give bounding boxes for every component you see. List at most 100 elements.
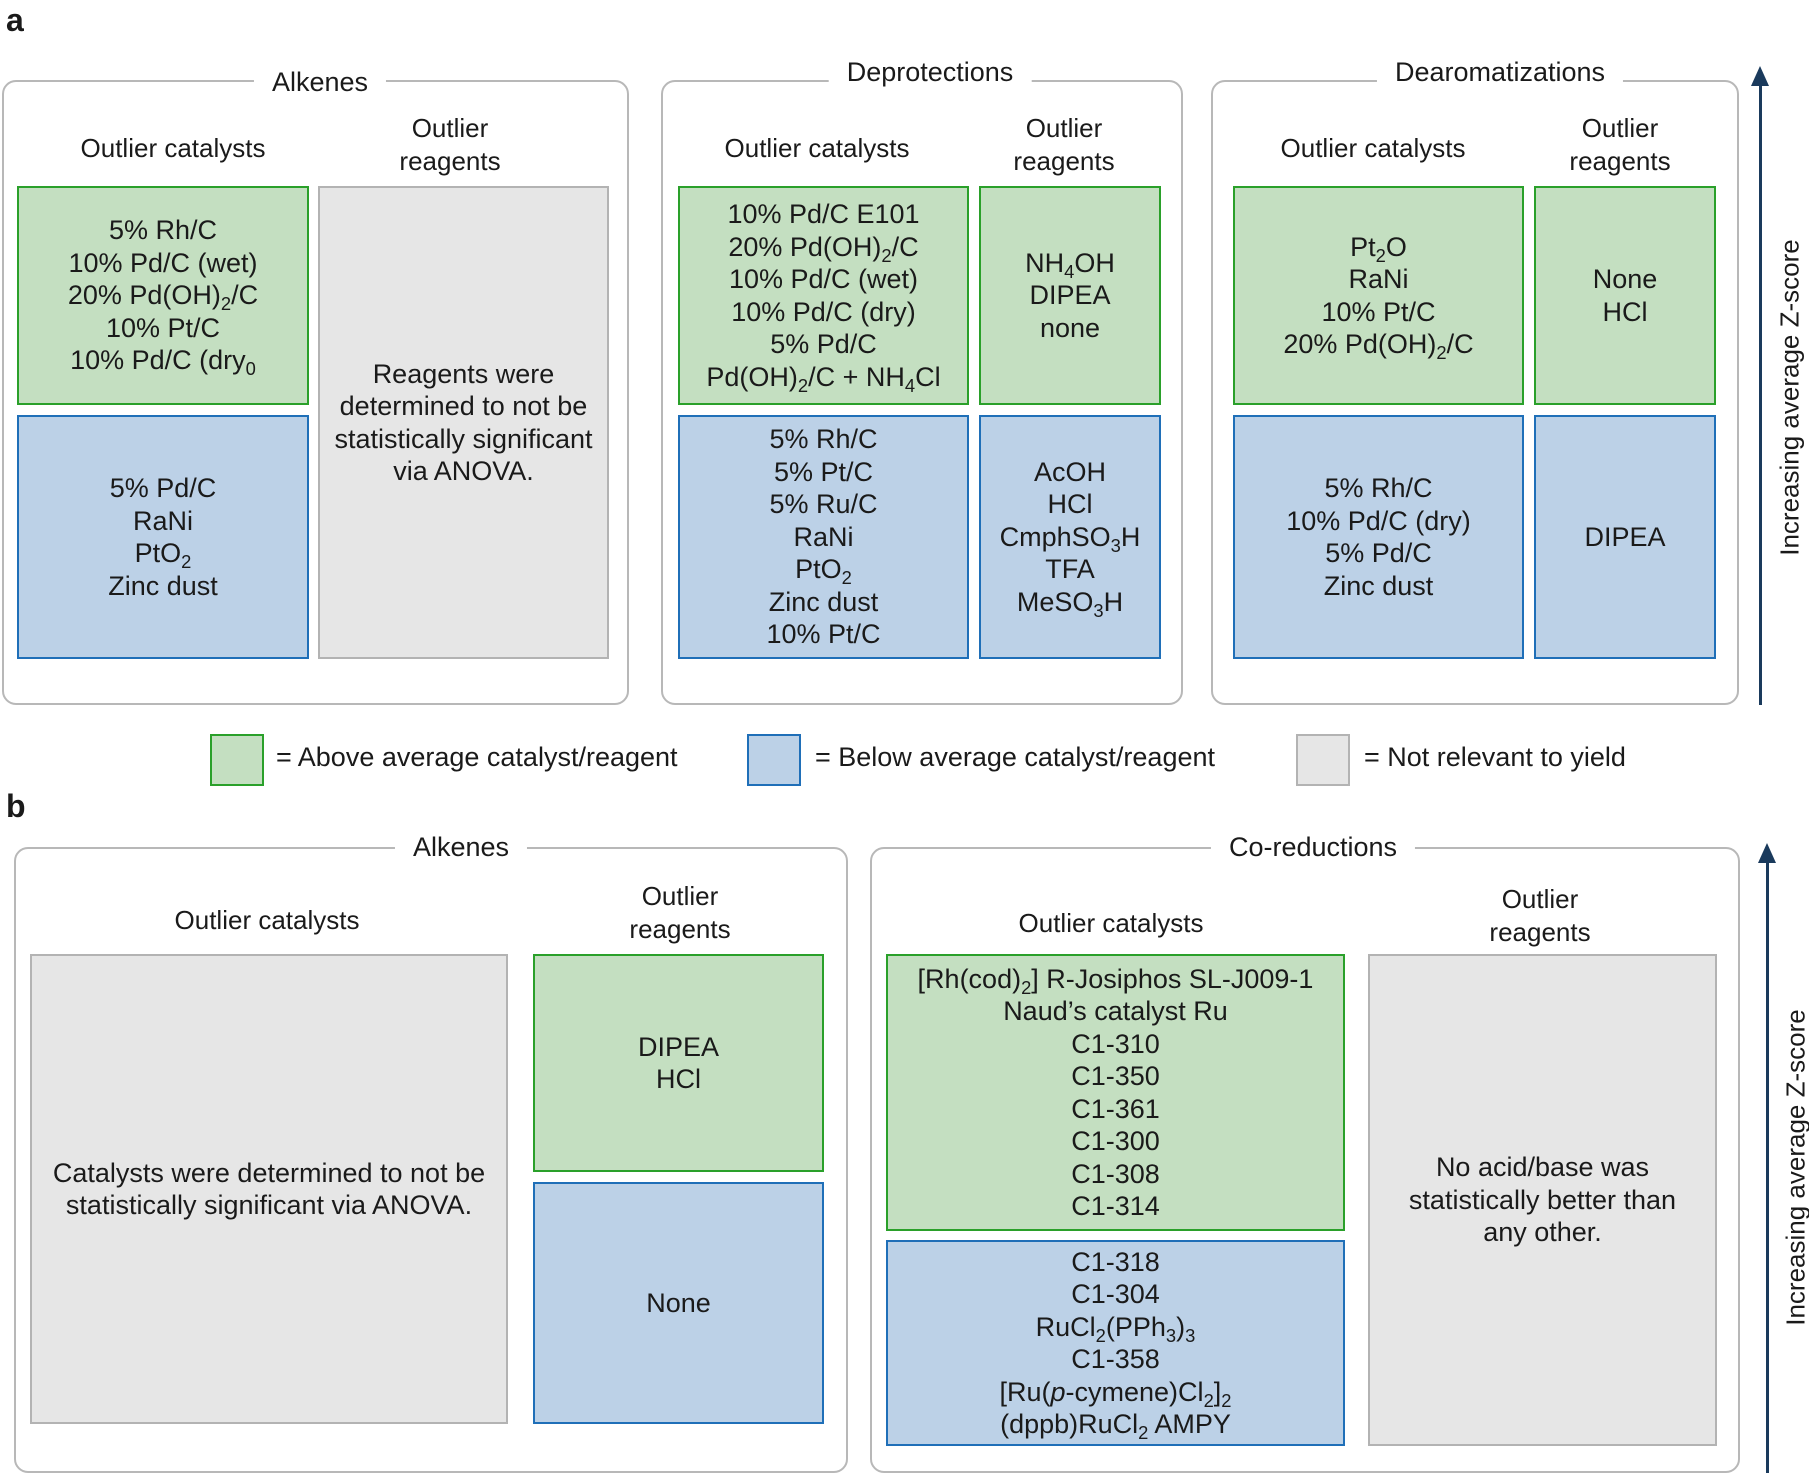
list-item: Pd(OH)2/C + NH4Cl: [706, 361, 941, 396]
deprotections-reagents-above: NH4OH DIPEA none: [979, 186, 1161, 405]
list-item: 5% Rh/C: [108, 215, 218, 246]
alkenes-b-reagents-below: None: [533, 1182, 824, 1424]
panel-a-label: a: [6, 2, 24, 38]
list-item: TFA: [1045, 554, 1095, 585]
list-item: Pt2O: [1350, 231, 1407, 266]
list-item: [Ru(p-cymene)Cl2]2: [999, 1376, 1232, 1411]
list-item: 10% Pd/C (dry0: [70, 345, 256, 380]
list-item: 20% Pd(OH)2/C: [728, 231, 919, 266]
list-item: 10% Pt/C: [105, 312, 221, 343]
list-item: 5% Rh/C: [769, 424, 878, 455]
list-item: RaNi: [793, 521, 854, 552]
deprotections-catalysts-above: 10% Pd/C E101 20% Pd(OH)2/C 10% Pd/C (we…: [678, 186, 969, 405]
deprotections-reagents-below: AcOH HCl CmphSO3H TFA MeSO3H: [979, 415, 1161, 659]
list-item: None: [646, 1287, 711, 1318]
list-item: 10% Pd/C (wet): [68, 247, 258, 278]
list-item: Zinc dust: [768, 586, 879, 617]
list-item: 5% Rh/C: [1324, 473, 1433, 503]
catalysts-note: Catalysts were determined to not be stat…: [52, 1157, 486, 1221]
list-item: NH4OH: [1025, 247, 1115, 282]
z-score-axis: [1766, 861, 1769, 1473]
list-item: Naud’s catalyst Ru: [1003, 996, 1228, 1026]
reagents-note: Reagents were determined to not be stati…: [334, 358, 593, 487]
legend-above-label: = Above average catalyst/reagent: [276, 742, 678, 772]
panel-b-label: b: [6, 788, 26, 824]
alkenes-reagents-note-box: Reagents were determined to not be stati…: [318, 186, 609, 659]
list-item: 5% Pt/C: [773, 456, 874, 487]
catalysts-header: Outlier catalysts: [174, 905, 360, 935]
legend-swatch-below: [747, 734, 801, 786]
list-item: CmphSO3H: [999, 521, 1141, 556]
list-item: DIPEA: [1584, 521, 1666, 552]
list-item: 5% Ru/C: [769, 489, 878, 520]
list-item: 5% Pd/C: [109, 473, 217, 503]
panel-title: Dearomatizations: [1376, 57, 1624, 88]
list-item: 10% Pd/C (dry): [1286, 505, 1471, 536]
panel-title: Co-reductions: [1210, 832, 1416, 863]
axis-label: Increasing average Z-score: [1774, 239, 1805, 556]
axis-label: Increasing average Z-score: [1780, 1009, 1809, 1326]
list-item: None: [1592, 264, 1658, 294]
list-item: HCl: [1047, 489, 1093, 520]
dearomatizations-catalysts-above: Pt2O RaNi 10% Pt/C 20% Pd(OH)2/C: [1233, 186, 1524, 405]
list-item: HCl: [656, 1064, 701, 1094]
list-item: Zinc dust: [1323, 570, 1434, 601]
list-item: PtO2: [795, 554, 852, 589]
list-item: AcOH: [1033, 456, 1106, 487]
list-item: C1-300: [1071, 1126, 1160, 1156]
legend-below-label: = Below average catalyst/reagent: [815, 742, 1215, 772]
list-item: none: [1039, 312, 1101, 343]
reagents-note: No acid/base was statistically better th…: [1408, 1152, 1677, 1248]
list-item: PtO2: [134, 538, 192, 572]
z-score-axis: [1759, 84, 1762, 705]
alkenes-catalysts-below: 5% Pd/C RaNi PtO2 Zinc dust: [17, 415, 309, 659]
catalysts-header: Outlier catalysts: [1018, 908, 1204, 938]
list-item: DIPEA: [637, 1031, 720, 1062]
list-item: HCl: [1602, 296, 1648, 327]
list-item: 10% Pd/C (dry): [731, 296, 916, 327]
alkenes-catalysts-above: 5% Rh/C 10% Pd/C (wet) 20% Pd(OH)2/C 10%…: [17, 186, 309, 405]
list-item: C1-304: [1071, 1279, 1160, 1309]
list-item: 20% Pd(OH)2/C: [67, 280, 259, 315]
legend-swatch-not-relevant: [1296, 734, 1350, 786]
list-item: C1-308: [1071, 1158, 1160, 1189]
alkenes-b-catalysts-note-box: Catalysts were determined to not be stat…: [30, 954, 508, 1424]
deprotections-catalysts-below: 5% Rh/C 5% Pt/C 5% Ru/C RaNi PtO2 Zinc d…: [678, 415, 969, 659]
list-item: 5% Pd/C: [1325, 538, 1432, 568]
list-item: 10% Pd/C E101: [727, 199, 920, 229]
list-item: MeSO3H: [1016, 586, 1124, 621]
catalysts-header: Outlier catalysts: [724, 133, 910, 163]
list-item: RaNi: [1348, 264, 1409, 294]
list-item: 10% Pt/C: [766, 619, 881, 650]
co-reductions-reagents-note-box: No acid/base was statistically better th…: [1368, 954, 1717, 1446]
catalysts-header: Outlier catalysts: [80, 133, 266, 163]
dearomatizations-catalysts-below: 5% Rh/C 10% Pd/C (dry) 5% Pd/C Zinc dust: [1233, 415, 1524, 659]
list-item: Zinc dust: [108, 570, 218, 601]
alkenes-b-reagents-above: DIPEA HCl: [533, 954, 824, 1172]
list-item: C1-358: [1071, 1344, 1160, 1374]
co-reductions-catalysts-above: [Rh(cod)2] R-Josiphos SL-J009-1 Naud’s c…: [886, 954, 1345, 1231]
dearomatizations-reagents-above: None HCl: [1534, 186, 1716, 405]
arrow-up-icon: [1758, 843, 1776, 863]
panel-title: Deprotections: [828, 57, 1032, 88]
list-item: C1-314: [1071, 1191, 1160, 1221]
list-item: 10% Pd/C (wet): [728, 264, 919, 294]
dearomatizations-reagents-below: DIPEA: [1534, 415, 1716, 659]
panel-title: Alkenes: [253, 67, 387, 98]
list-item: [Rh(cod)2] R-Josiphos SL-J009-1: [917, 963, 1314, 998]
list-item: 5% Pd/C: [770, 329, 877, 359]
list-item: 20% Pd(OH)2/C: [1283, 329, 1474, 363]
list-item: DIPEA: [1029, 280, 1111, 311]
list-item: RaNi: [132, 505, 193, 536]
legend-swatch-above: [210, 734, 264, 786]
list-item: C1-361: [1071, 1093, 1160, 1124]
list-item: C1-318: [1071, 1246, 1160, 1277]
panel-title: Alkenes: [394, 832, 528, 863]
legend-not-relevant-label: = Not relevant to yield: [1364, 742, 1626, 772]
list-item: C1-350: [1071, 1061, 1160, 1091]
